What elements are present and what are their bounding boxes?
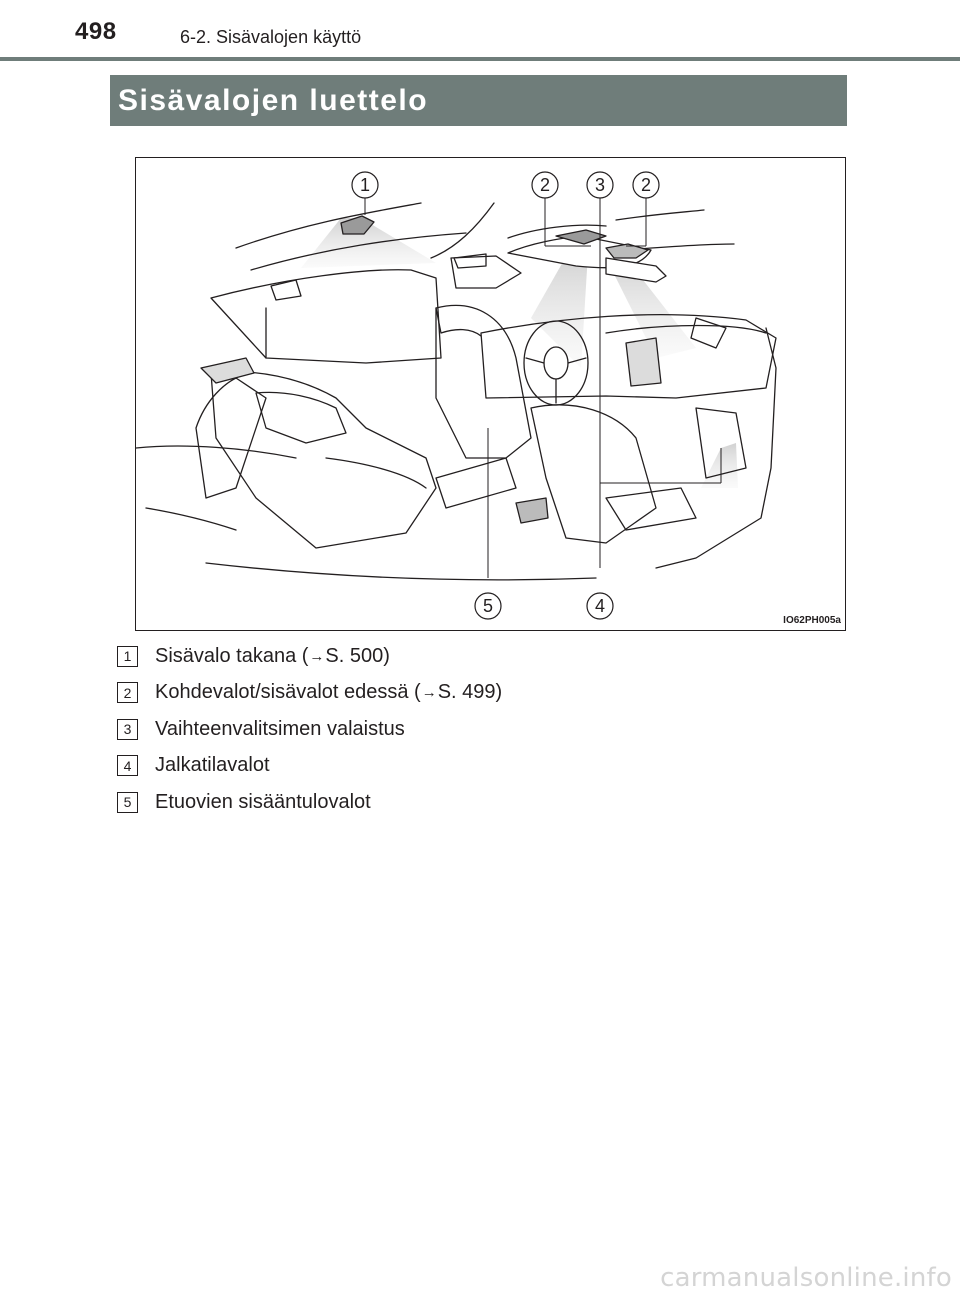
legend-number: 3: [117, 718, 138, 740]
legend-number: 5: [117, 791, 138, 813]
legend-text: Kohdevalot/sisävalot edessä (: [155, 681, 421, 704]
legend-item: 4 Jalkatilavalot: [117, 748, 817, 785]
page-number: 498: [75, 18, 117, 45]
arrow-icon: →: [421, 684, 437, 702]
legend-item: 1 Sisävalo takana (→S. 500): [117, 638, 817, 675]
legend-text: Etuovien sisääntulovalot: [155, 790, 371, 813]
callout-3: 3: [595, 175, 605, 195]
car-interior-drawing: 1 2 3 2 5 4: [136, 171, 777, 620]
callout-1: 1: [360, 175, 370, 195]
callout-2a: 2: [540, 175, 550, 195]
lights-legend: 1 Sisävalo takana (→S. 500) 2 Kohdevalot…: [117, 638, 817, 821]
callout-2b: 2: [641, 175, 651, 195]
callout-4: 4: [595, 596, 605, 616]
legend-text: Jalkatilavalot: [155, 754, 270, 777]
legend-number: 4: [117, 755, 138, 777]
legend-item: 2 Kohdevalot/sisävalot edessä (→S. 499): [117, 675, 817, 712]
page-title: Sisävalojen luettelo: [110, 75, 847, 126]
interior-lights-illustration: 1 2 3 2 5 4 IO62PH005a: [135, 157, 846, 631]
header-rule: [0, 57, 960, 61]
legend-text: Sisävalo takana (: [155, 644, 309, 667]
legend-item: 3 Vaihteenvalitsimen valaistus: [117, 711, 817, 748]
page-ref: S. 499): [437, 681, 503, 704]
arrow-icon: →: [309, 647, 325, 665]
legend-item: 5 Etuovien sisääntulovalot: [117, 784, 817, 821]
watermark: carmanualsonline.info: [660, 1263, 952, 1293]
page-ref: S. 500): [325, 644, 390, 667]
legend-number: 1: [117, 645, 138, 667]
figure-id: IO62PH005a: [783, 615, 841, 626]
callout-5: 5: [483, 596, 493, 616]
legend-number: 2: [117, 682, 138, 704]
section-title: 6-2. Sisävalojen käyttö: [180, 27, 362, 47]
legend-text: Vaihteenvalitsimen valaistus: [155, 717, 405, 740]
